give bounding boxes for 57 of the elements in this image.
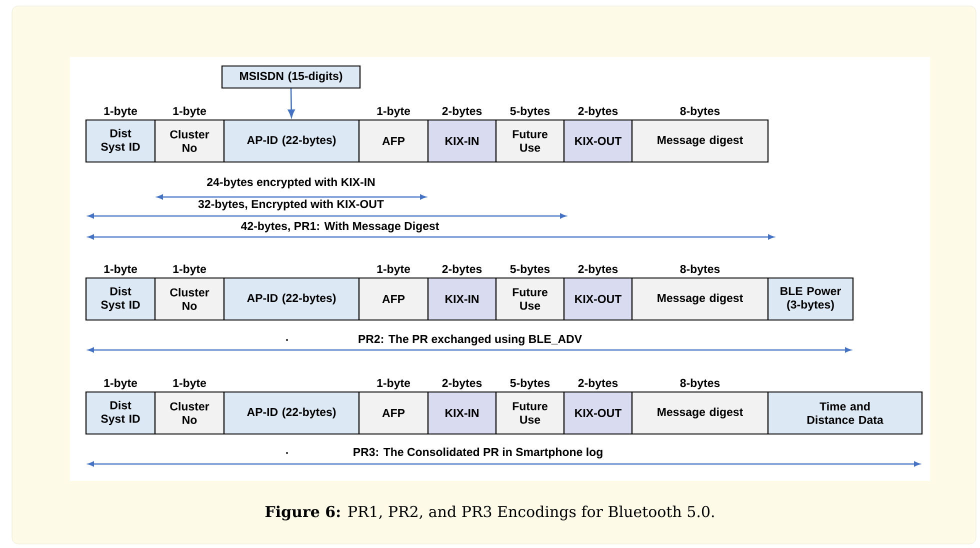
byte-size-label: 1-byte bbox=[377, 264, 410, 276]
field-cell: Future Use bbox=[495, 119, 565, 163]
byte-size-label: 1-byte bbox=[104, 264, 138, 276]
field-cell: Future Use bbox=[495, 277, 565, 321]
field-cell: KIX-IN bbox=[427, 119, 497, 163]
field-cell: AP-ID (22-bytes) bbox=[223, 277, 360, 321]
field-cell: MSISDN (15-digits) bbox=[221, 65, 361, 89]
byte-size-label: 1-byte bbox=[173, 378, 206, 390]
span-label: 42-bytes, PR1: With Message Digest bbox=[240, 222, 440, 232]
field-cell: AP-ID (22-bytes) bbox=[223, 391, 360, 435]
byte-size-label: 2-bytes bbox=[578, 378, 618, 390]
byte-size-label: 2-bytes bbox=[578, 264, 618, 276]
field-cell: Dist Syst ID bbox=[85, 277, 156, 321]
field-cell: Future Use bbox=[495, 391, 565, 435]
field-cell: AFP bbox=[358, 119, 429, 163]
byte-size-label: 1-byte bbox=[377, 106, 410, 118]
field-cell: KIX-OUT bbox=[563, 391, 633, 435]
byte-size-label: 1-byte bbox=[173, 264, 206, 276]
byte-size-label: 5-bytes bbox=[510, 264, 550, 276]
span-label: 32-bytes, Encrypted with KIX-OUT bbox=[198, 200, 384, 210]
byte-size-label: 2-bytes bbox=[442, 264, 482, 276]
field-cell: AFP bbox=[358, 277, 429, 321]
field-cell: AP-ID (22-bytes) bbox=[223, 119, 360, 163]
arrow bbox=[288, 88, 295, 118]
field-cell: Cluster No bbox=[154, 391, 225, 435]
byte-size-label: 2-bytes bbox=[578, 106, 618, 118]
field-cell: KIX-IN bbox=[427, 277, 497, 321]
field-cell: Time and Distance Data bbox=[767, 391, 923, 435]
dot-mark: . bbox=[286, 339, 288, 341]
dot-mark: . bbox=[286, 452, 288, 454]
byte-size-label: 2-bytes bbox=[442, 106, 482, 118]
figure-caption: Figure 6: PR1, PR2, and PR3 Encodings for Bluetooth 5.0. bbox=[265, 506, 714, 520]
byte-size-label: 8-bytes bbox=[680, 378, 720, 390]
byte-size-label: 8-bytes bbox=[680, 264, 720, 276]
span-label: PR3: The Consolidated PR in Smartphone log bbox=[354, 448, 602, 458]
field-cell: Dist Syst ID bbox=[85, 119, 156, 163]
byte-size-label: 8-bytes bbox=[680, 106, 720, 118]
field-cell: Message digest bbox=[631, 119, 769, 163]
field-cell: Cluster No bbox=[154, 277, 225, 321]
field-cell: Message digest bbox=[631, 277, 769, 321]
byte-size-label: 5-bytes bbox=[510, 106, 550, 118]
byte-size-label: 1-byte bbox=[377, 378, 410, 390]
field-cell: KIX-OUT bbox=[563, 277, 633, 321]
byte-size-label: 5-bytes bbox=[510, 378, 550, 390]
field-cell: Dist Syst ID bbox=[85, 391, 156, 435]
field-cell: BLE Power (3-bytes) bbox=[767, 277, 854, 321]
field-cell: Cluster No bbox=[154, 119, 225, 163]
byte-size-label: 1-byte bbox=[104, 378, 138, 390]
byte-size-label: 2-bytes bbox=[442, 378, 482, 390]
field-cell: Message digest bbox=[631, 391, 769, 435]
field-cell: KIX-IN bbox=[427, 391, 497, 435]
byte-size-label: 1-byte bbox=[173, 106, 206, 118]
span-label: 24-bytes encrypted with KIX-IN bbox=[207, 178, 375, 188]
field-cell: AFP bbox=[358, 391, 429, 435]
field-cell: KIX-OUT bbox=[563, 119, 633, 163]
byte-size-label: 1-byte bbox=[104, 106, 138, 118]
span-label: PR2: The PR exchanged using BLE_ADV bbox=[358, 334, 582, 346]
